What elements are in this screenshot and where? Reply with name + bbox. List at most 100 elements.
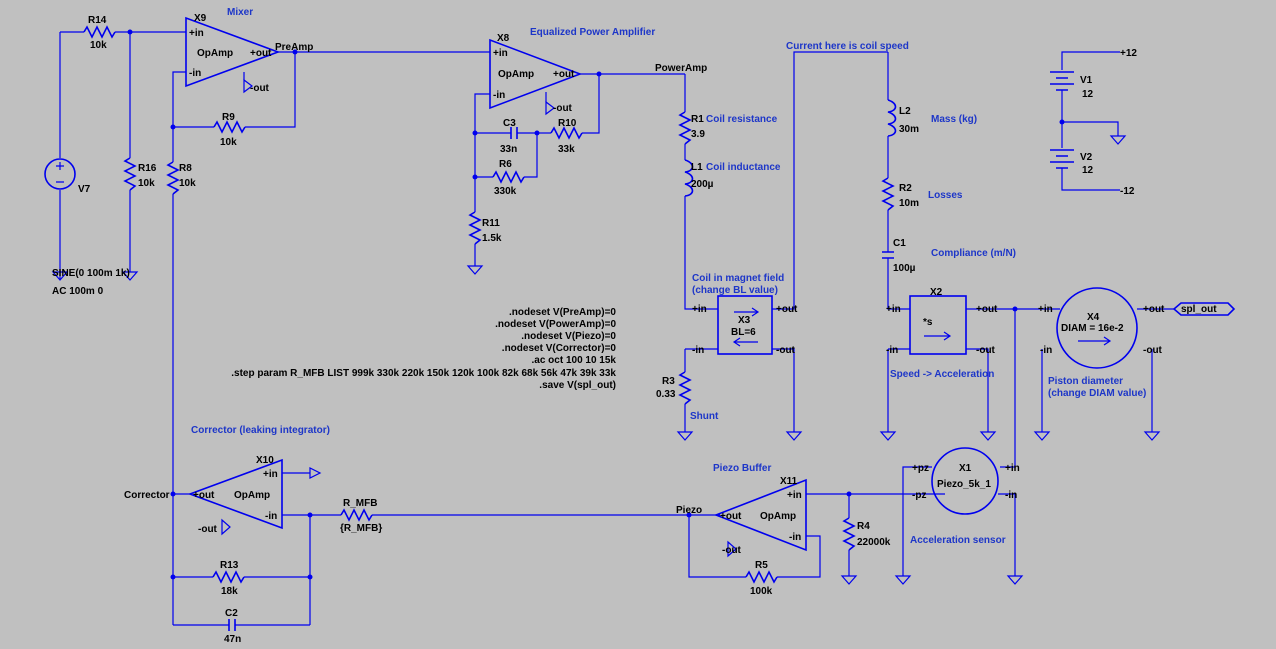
r1-name: R1 bbox=[691, 114, 704, 125]
x11-pin-out-plus: +out bbox=[720, 511, 742, 522]
resistor-r10[interactable] bbox=[550, 126, 583, 140]
x9-pin-in-minus: -in bbox=[189, 68, 201, 79]
opamp-x9[interactable] bbox=[185, 16, 281, 88]
l1-value: 200µ bbox=[691, 179, 714, 190]
driver-section bbox=[676, 51, 1236, 468]
opamp-x11[interactable] bbox=[713, 478, 807, 552]
r6-name: R6 bbox=[499, 159, 512, 170]
x4-pin-out-plus: +out bbox=[1143, 304, 1165, 315]
r16-name: R16 bbox=[138, 163, 157, 174]
opamp-x8[interactable] bbox=[489, 38, 583, 110]
c1-value: 100µ bbox=[893, 263, 916, 274]
losses-label: Losses bbox=[928, 190, 963, 201]
v7-ac: AC 100m 0 bbox=[52, 286, 104, 297]
mixer-label: Mixer bbox=[227, 7, 253, 18]
spl-out-port[interactable] bbox=[1172, 302, 1236, 316]
node-minus12: -12 bbox=[1120, 186, 1135, 197]
c1-name: C1 bbox=[893, 238, 906, 249]
resistor-r1[interactable] bbox=[678, 111, 692, 145]
v2-value: 12 bbox=[1082, 165, 1094, 176]
r11-name: R11 bbox=[482, 218, 500, 229]
inductor-l2[interactable] bbox=[887, 99, 897, 137]
c3-value: 33n bbox=[500, 144, 517, 155]
x1-model: Piezo_5k_1 bbox=[937, 479, 991, 490]
r14-name: R14 bbox=[88, 15, 107, 26]
r16-value: 10k bbox=[138, 178, 155, 189]
x3-pin-in-plus: +in bbox=[692, 304, 707, 315]
x2-func: *s bbox=[923, 317, 933, 328]
supply-section bbox=[1050, 51, 1127, 191]
x11-type: OpAmp bbox=[760, 511, 796, 522]
x1-pin-pz-plus: +pz bbox=[912, 463, 929, 474]
x9-type: OpAmp bbox=[197, 48, 233, 59]
x2-pin-in-minus: -in bbox=[886, 345, 898, 356]
l2-name: L2 bbox=[899, 106, 911, 117]
corrector-title: Corrector (leaking integrator) bbox=[191, 425, 330, 436]
resistor-r14[interactable] bbox=[83, 25, 116, 39]
x3-param: BL=6 bbox=[731, 327, 756, 338]
directive-2: .nodeset V(PowerAmp)=0 bbox=[495, 319, 616, 330]
r9-value: 10k bbox=[220, 137, 237, 148]
opamp-x10[interactable] bbox=[187, 458, 283, 530]
capacitor-c2[interactable] bbox=[228, 619, 236, 631]
x9-pin-out-plus: +out bbox=[250, 48, 272, 59]
coil-magnet-label-2: (change BL value) bbox=[692, 285, 778, 296]
resistor-r4[interactable] bbox=[842, 517, 856, 551]
v2-name: V2 bbox=[1080, 152, 1093, 163]
x1-name: X1 bbox=[959, 463, 972, 474]
inductor-l1[interactable] bbox=[684, 159, 694, 197]
x3-pin-out-minus: -out bbox=[776, 345, 796, 356]
r8-name: R8 bbox=[179, 163, 192, 174]
node-poweramp: PowerAmp bbox=[655, 63, 707, 74]
shunt-label: Shunt bbox=[690, 411, 719, 422]
resistor-r5[interactable] bbox=[745, 570, 778, 584]
node-plus12: +12 bbox=[1120, 48, 1137, 59]
x10-pin-out-plus: +out bbox=[193, 490, 215, 501]
resistor-r11[interactable] bbox=[468, 211, 482, 245]
directive-6: .step param R_MFB LIST 999k 330k 220k 15… bbox=[231, 368, 616, 379]
power-amp-section bbox=[466, 38, 685, 275]
resistor-r9[interactable] bbox=[213, 120, 246, 134]
x10-name: X10 bbox=[256, 455, 274, 466]
x8-name: X8 bbox=[497, 33, 510, 44]
x2-pin-out-minus: -out bbox=[976, 345, 996, 356]
r1-value: 3.9 bbox=[691, 129, 705, 140]
differentiator-x2[interactable] bbox=[909, 295, 967, 355]
c3-name: C3 bbox=[503, 118, 516, 129]
battery-v2[interactable] bbox=[1050, 149, 1074, 169]
battery-v1[interactable] bbox=[1050, 71, 1074, 91]
x9-pin-out-minus: -out bbox=[250, 83, 270, 94]
r4-value: 22000k bbox=[857, 537, 891, 548]
r5-value: 100k bbox=[750, 586, 773, 597]
r9-name: R9 bbox=[222, 112, 235, 123]
piston-x4[interactable] bbox=[1056, 287, 1138, 369]
transducer-x3[interactable] bbox=[717, 295, 773, 355]
x1-pin-in-plus: +in bbox=[1005, 463, 1020, 474]
voltage-source-v7[interactable] bbox=[44, 158, 76, 190]
coil-resistance-label: Coil resistance bbox=[706, 114, 778, 125]
resistor-r8[interactable] bbox=[166, 161, 180, 195]
x3-name: X3 bbox=[738, 315, 751, 326]
resistor-r3[interactable] bbox=[678, 371, 692, 405]
r2-value: 10m bbox=[899, 198, 919, 209]
v1-value: 12 bbox=[1082, 89, 1094, 100]
piezo-buffer-section bbox=[686, 447, 1024, 585]
coil-inductance-label: Coil inductance bbox=[706, 162, 781, 173]
piezo-sensor-x1[interactable] bbox=[931, 447, 999, 515]
r8-value: 10k bbox=[179, 178, 196, 189]
x1-pin-pz-minus: -pz bbox=[912, 490, 926, 501]
node-piezo: Piezo bbox=[676, 505, 702, 516]
v7-name: V7 bbox=[78, 184, 91, 195]
resistor-r13[interactable] bbox=[212, 570, 245, 584]
directive-5: .ac oct 100 10 15k bbox=[531, 355, 616, 366]
capacitor-c1[interactable] bbox=[882, 251, 894, 259]
x10-pin-out-minus: -out bbox=[198, 524, 218, 535]
l1-name: L1 bbox=[691, 162, 703, 173]
resistor-r-mfb[interactable] bbox=[340, 508, 373, 522]
r3-value: 0.33 bbox=[656, 389, 676, 400]
resistor-r2[interactable] bbox=[881, 177, 895, 211]
resistor-r16[interactable] bbox=[123, 157, 137, 191]
directive-1: .nodeset V(PreAmp)=0 bbox=[509, 307, 616, 318]
resistor-r6[interactable] bbox=[492, 170, 525, 184]
x2-pin-in-plus: +in bbox=[886, 304, 901, 315]
